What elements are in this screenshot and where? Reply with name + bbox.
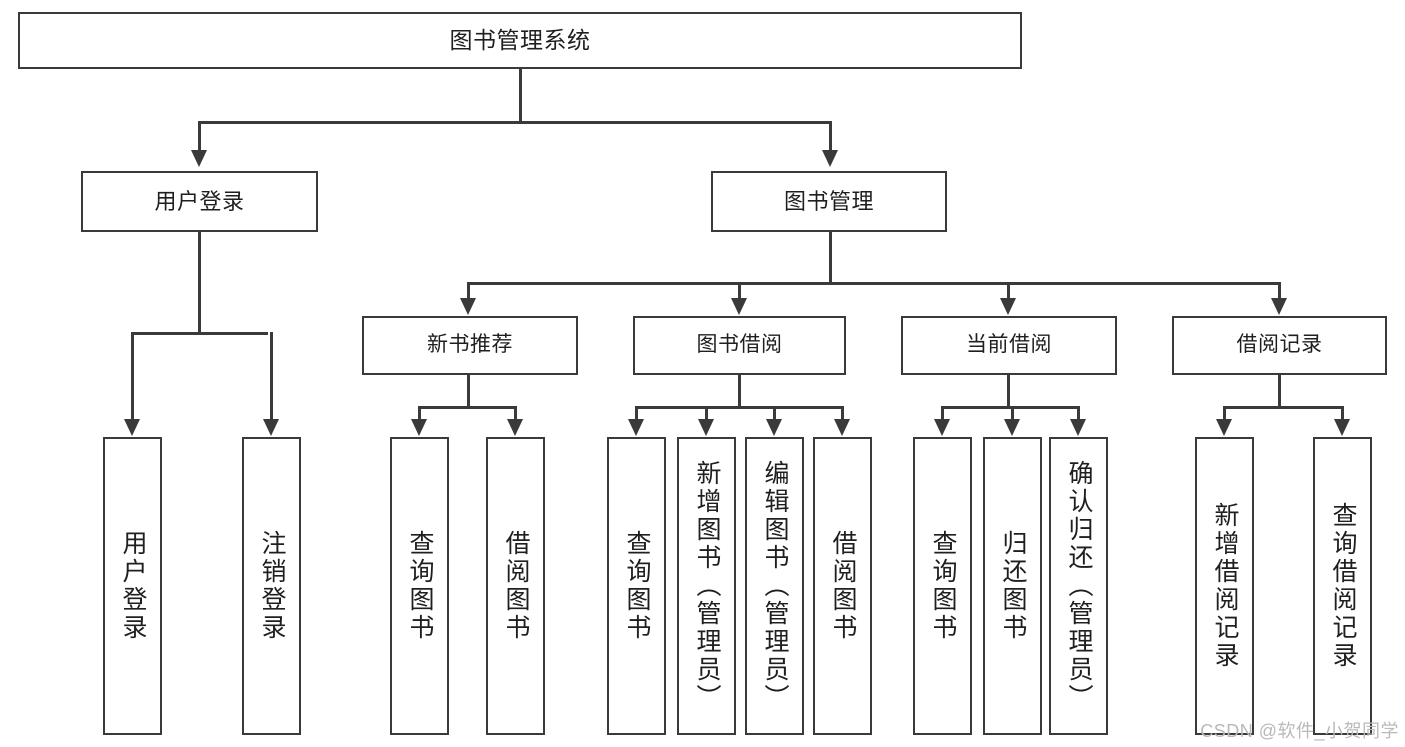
edge-new-book-stem (467, 375, 470, 408)
node-label: 借阅图书 (829, 530, 857, 642)
node-book-management[interactable]: 图书管理 (711, 171, 947, 232)
node-label: 查询图书 (929, 530, 957, 642)
node-label: 图书借阅 (696, 333, 783, 357)
node-label: 借阅记录 (1236, 333, 1323, 357)
arrow-book-manage-to-current-borrow (1000, 298, 1016, 315)
arrow-book-manage-to-book-borrow (731, 298, 747, 315)
edge-book-manage-to-current-borrow (1007, 282, 1010, 300)
edge-user-login-bus (131, 332, 268, 335)
node-label: 图书管理系统 (449, 26, 591, 53)
leaf-book-borrow-add-book[interactable]: 新增图书（管理员） (677, 437, 736, 735)
node-user-login[interactable]: 用户登录 (81, 171, 318, 232)
edge-new-book-to-leaf-2 (514, 406, 517, 420)
node-label: 查询图书 (406, 530, 434, 642)
edge-current-borrow-to-leaf-2 (1011, 406, 1014, 420)
node-new-book-recommend[interactable]: 新书推荐 (362, 316, 578, 375)
edge-user-login-to-leaf-1 (131, 332, 134, 420)
arrow-root-to-book-manage (822, 150, 838, 167)
edge-borrow-record-stem (1278, 375, 1281, 408)
edge-book-borrow-to-leaf-1 (635, 406, 638, 420)
arrow-new-book-to-leaf-1 (411, 419, 427, 436)
edge-current-borrow-bus (941, 406, 1079, 409)
edge-book-manage-to-book-borrow (738, 282, 741, 300)
arrow-current-borrow-to-leaf-2 (1004, 419, 1020, 436)
edge-root-bus (198, 121, 832, 124)
leaf-book-borrow-borrow-book[interactable]: 借阅图书 (813, 437, 872, 735)
arrow-book-borrow-to-leaf-4 (834, 419, 850, 436)
node-label: 借阅图书 (502, 530, 530, 642)
node-label: 查询图书 (623, 530, 651, 642)
edge-root-to-book-manage (829, 121, 832, 151)
node-label: 用户登录 (154, 188, 245, 214)
leaf-borrow-record-query-record[interactable]: 查询借阅记录 (1313, 437, 1372, 735)
node-label: 新书推荐 (427, 333, 513, 357)
edge-book-manage-to-borrow-record (1278, 282, 1281, 300)
arrow-current-borrow-to-leaf-1 (934, 419, 950, 436)
leaf-new-book-query-book[interactable]: 查询图书 (390, 437, 449, 735)
edge-book-borrow-to-leaf-4 (841, 406, 844, 420)
arrow-current-borrow-to-leaf-3 (1070, 419, 1086, 436)
arrow-root-to-user-login (191, 150, 207, 167)
arrow-user-login-to-leaf-2 (263, 419, 279, 436)
edge-root-to-user-login (198, 121, 201, 151)
edge-book-manage-stem (829, 232, 832, 284)
arrow-borrow-record-to-leaf-2 (1334, 419, 1350, 436)
edge-new-book-to-leaf-1 (418, 406, 421, 420)
node-current-borrow[interactable]: 当前借阅 (901, 316, 1117, 375)
edge-root-stem (519, 69, 522, 123)
arrow-book-manage-to-new-book (460, 298, 476, 315)
edge-borrow-record-to-leaf-1 (1223, 406, 1226, 420)
node-root-system[interactable]: 图书管理系统 (18, 12, 1022, 69)
node-borrow-record[interactable]: 借阅记录 (1172, 316, 1387, 375)
edge-current-borrow-to-leaf-3 (1077, 406, 1080, 420)
edge-book-borrow-to-leaf-3 (773, 406, 776, 420)
edge-borrow-record-bus (1223, 406, 1343, 409)
edge-book-manage-to-new-book (467, 282, 470, 300)
edge-book-borrow-stem (738, 375, 741, 408)
node-label: 当前借阅 (966, 333, 1052, 357)
leaf-user-login-logout[interactable]: 注销登录 (242, 437, 301, 735)
leaf-borrow-record-add-record[interactable]: 新增借阅记录 (1195, 437, 1254, 735)
node-book-borrow[interactable]: 图书借阅 (633, 316, 846, 375)
node-label: 确认归还（管理员） (1065, 460, 1093, 712)
arrow-book-borrow-to-leaf-1 (628, 419, 644, 436)
node-label: 新增借阅记录 (1211, 502, 1239, 670)
arrow-book-borrow-to-leaf-3 (766, 419, 782, 436)
node-label: 用户登录 (119, 530, 147, 642)
arrow-book-borrow-to-leaf-2 (698, 419, 714, 436)
edge-book-manage-bus (467, 282, 1280, 285)
arrow-new-book-to-leaf-2 (507, 419, 523, 436)
node-label: 归还图书 (999, 530, 1027, 642)
node-label: 新增图书（管理员） (693, 460, 721, 712)
arrow-book-manage-to-borrow-record (1271, 298, 1287, 315)
edge-borrow-record-to-leaf-2 (1341, 406, 1344, 420)
leaf-book-borrow-edit-book[interactable]: 编辑图书（管理员） (745, 437, 804, 735)
node-label: 注销登录 (258, 530, 286, 642)
leaf-user-login-login[interactable]: 用户登录 (103, 437, 162, 735)
edge-book-borrow-to-leaf-2 (705, 406, 708, 420)
edge-book-borrow-bus (635, 406, 843, 409)
edge-current-borrow-to-leaf-1 (941, 406, 944, 420)
edge-new-book-bus (418, 406, 516, 409)
leaf-current-borrow-query-book[interactable]: 查询图书 (913, 437, 972, 735)
leaf-current-borrow-return-book[interactable]: 归还图书 (983, 437, 1042, 735)
leaf-book-borrow-query-book[interactable]: 查询图书 (607, 437, 666, 735)
arrow-user-login-to-leaf-1 (124, 419, 140, 436)
leaf-current-borrow-confirm-return[interactable]: 确认归还（管理员） (1049, 437, 1108, 735)
leaf-new-book-borrow-book[interactable]: 借阅图书 (486, 437, 545, 735)
node-label: 查询借阅记录 (1329, 502, 1357, 670)
arrow-borrow-record-to-leaf-1 (1216, 419, 1232, 436)
node-label: 图书管理 (783, 188, 874, 214)
edge-user-login-stem (198, 232, 201, 334)
edge-current-borrow-stem (1007, 375, 1010, 408)
edge-user-login-to-leaf-2 (270, 332, 273, 420)
node-label: 编辑图书（管理员） (761, 460, 789, 712)
